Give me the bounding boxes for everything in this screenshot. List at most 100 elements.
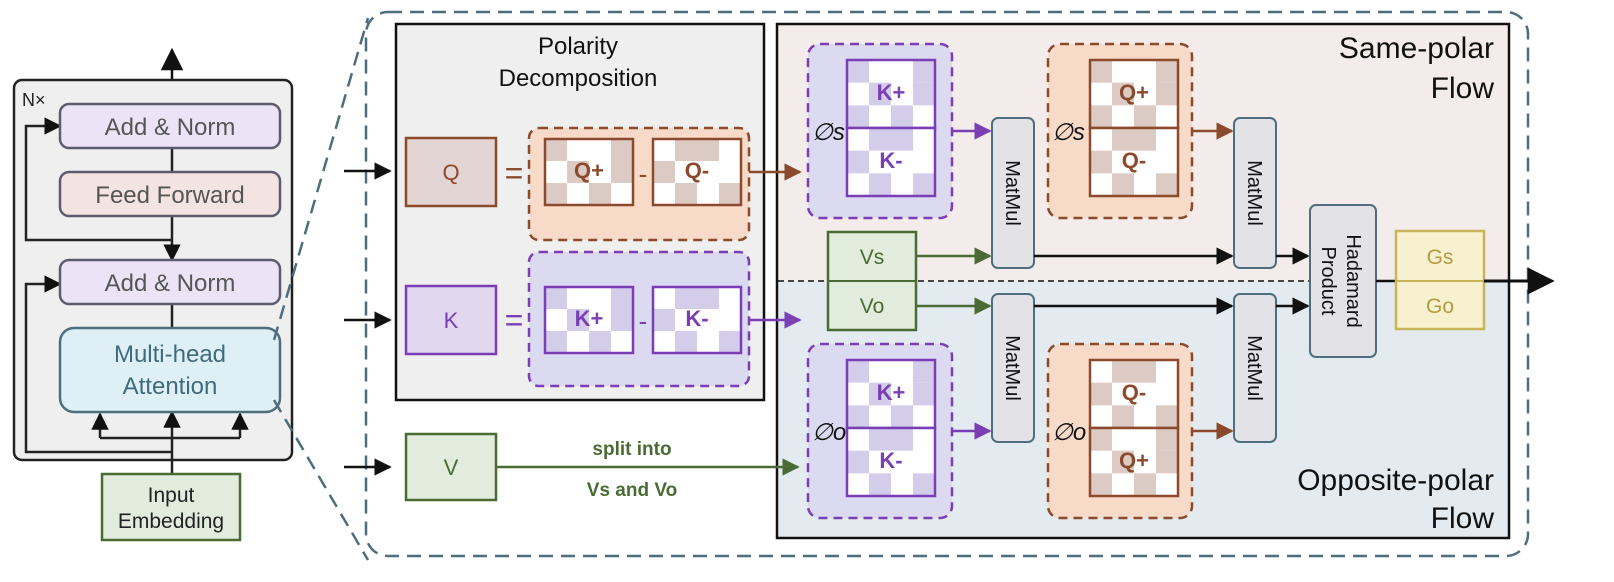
matrix-border [543, 285, 635, 355]
matrix-cell [567, 309, 589, 331]
add-norm-bottom-box [58, 258, 282, 306]
split-label-1: split into [592, 439, 671, 460]
matmul-opp-1 [991, 293, 1035, 443]
phi-s-k-label: ∅s [812, 119, 845, 146]
q-neg-label: Q- [685, 158, 709, 183]
phi-o-q-label: ∅o [1052, 419, 1086, 446]
hadamard-label-1: Hadamard [1342, 234, 1364, 327]
zoom-line-bottom [272, 399, 370, 561]
matrix-cell [891, 128, 913, 151]
polarity-title-2: Decomposition [499, 65, 658, 92]
matrix-border [543, 137, 635, 207]
matrix-cell [1090, 428, 1112, 451]
g-s-label: Gs [1427, 246, 1454, 269]
v-s-label: Vs [860, 246, 885, 269]
matrix-cell [545, 139, 567, 161]
matrix-cell [653, 161, 675, 183]
g-o-label: Go [1426, 295, 1454, 318]
matrix-cell [1156, 405, 1178, 428]
k-minus: - [639, 306, 648, 336]
same-q-pos-matrix [1088, 58, 1180, 130]
matrix-cell [589, 183, 611, 205]
attention-label-2: Attention [123, 373, 218, 400]
matrix-cell [913, 473, 935, 496]
matrix-cell [891, 405, 913, 428]
matrix-cell [675, 139, 697, 161]
opp-k-neg-matrix [845, 426, 937, 498]
matrix-cell [1112, 360, 1134, 383]
matrix-cell [847, 60, 869, 83]
matrix-cell [1112, 173, 1134, 196]
matmul-same-1 [991, 117, 1035, 269]
matrix-cell [1134, 473, 1156, 496]
input-embedding-box [100, 472, 242, 542]
matrix-cell [1090, 473, 1112, 496]
same-q-pos-label: Q+ [1119, 80, 1149, 105]
matmul-opp-2 [1233, 293, 1277, 443]
opposite-flow-label-1: Opposite-polar [1297, 464, 1494, 497]
matrix-cell [611, 139, 633, 161]
input-embedding-label-2: Embedding [118, 510, 224, 533]
matrix-cell [1156, 450, 1178, 474]
matrix-cell [589, 331, 611, 353]
q-pos-label: Q+ [574, 158, 604, 183]
matrix-cell [719, 183, 741, 205]
k-neg-label: K- [685, 306, 708, 331]
matrix-cell [1090, 382, 1112, 406]
matrix-cell [891, 428, 913, 451]
opp-q-neg-label: Q- [1122, 380, 1146, 405]
feed-forward-box [58, 170, 282, 218]
k-box [404, 284, 498, 356]
v-o-label: Vo [860, 295, 885, 318]
matrix-cell [847, 150, 869, 174]
matrix-cell [869, 128, 891, 151]
add-norm-top-label: Add & Norm [105, 114, 236, 141]
matrix-cell [611, 161, 633, 183]
matrix-cell [545, 183, 567, 205]
matrix-cell [913, 173, 935, 196]
matrix-cell [1156, 428, 1178, 451]
matrix-cell [1112, 405, 1134, 428]
matrix-cell [611, 287, 633, 309]
matrix-cell [1090, 150, 1112, 174]
matrix-border [1088, 426, 1180, 498]
k-pos-matrix [543, 285, 635, 355]
matmul-opp-1-label: MatMul [1001, 335, 1023, 401]
matrix-border [845, 126, 937, 198]
matrix-cell [675, 183, 697, 205]
matrix-cell [697, 287, 719, 309]
matrix-cell [847, 450, 869, 474]
opp-q-neg-matrix [1088, 358, 1180, 430]
hadamard-label-2: Product [1317, 247, 1339, 316]
matrix-cell [1134, 105, 1156, 128]
q-equals: = [505, 155, 524, 191]
matmul-same-2 [1233, 117, 1277, 269]
polarity-title-1: Polarity [538, 33, 618, 60]
k-neg-matrix [651, 285, 743, 355]
phi-o-k-label: ∅o [812, 419, 846, 446]
matrix-cell [1090, 60, 1112, 83]
matrix-cell [1134, 360, 1156, 383]
matrix-cell [913, 60, 935, 83]
matrix-cell [847, 105, 869, 128]
matrix-cell [913, 382, 935, 406]
repeat-label: N× [22, 90, 46, 110]
opp-k-pos-matrix [845, 358, 937, 430]
residual-bottom [24, 275, 172, 454]
matrix-cell [1112, 82, 1134, 106]
q-minus: - [639, 159, 648, 189]
matrix-border [1088, 126, 1180, 198]
add-norm-top-box [58, 102, 282, 150]
matrix-border [845, 426, 937, 498]
attention-box [58, 326, 282, 414]
same-k-neg-label: K- [879, 148, 902, 173]
same-q-neg-label: Q- [1122, 148, 1146, 173]
matrix-cell [1134, 128, 1156, 151]
v-label: V [444, 455, 459, 480]
matrix-cell [869, 173, 891, 196]
same-k-neg-matrix [845, 126, 937, 198]
split-label-2: Vs and Vo [587, 480, 677, 501]
same-flow-label-2: Flow [1431, 72, 1495, 105]
matrix-cell [847, 405, 869, 428]
